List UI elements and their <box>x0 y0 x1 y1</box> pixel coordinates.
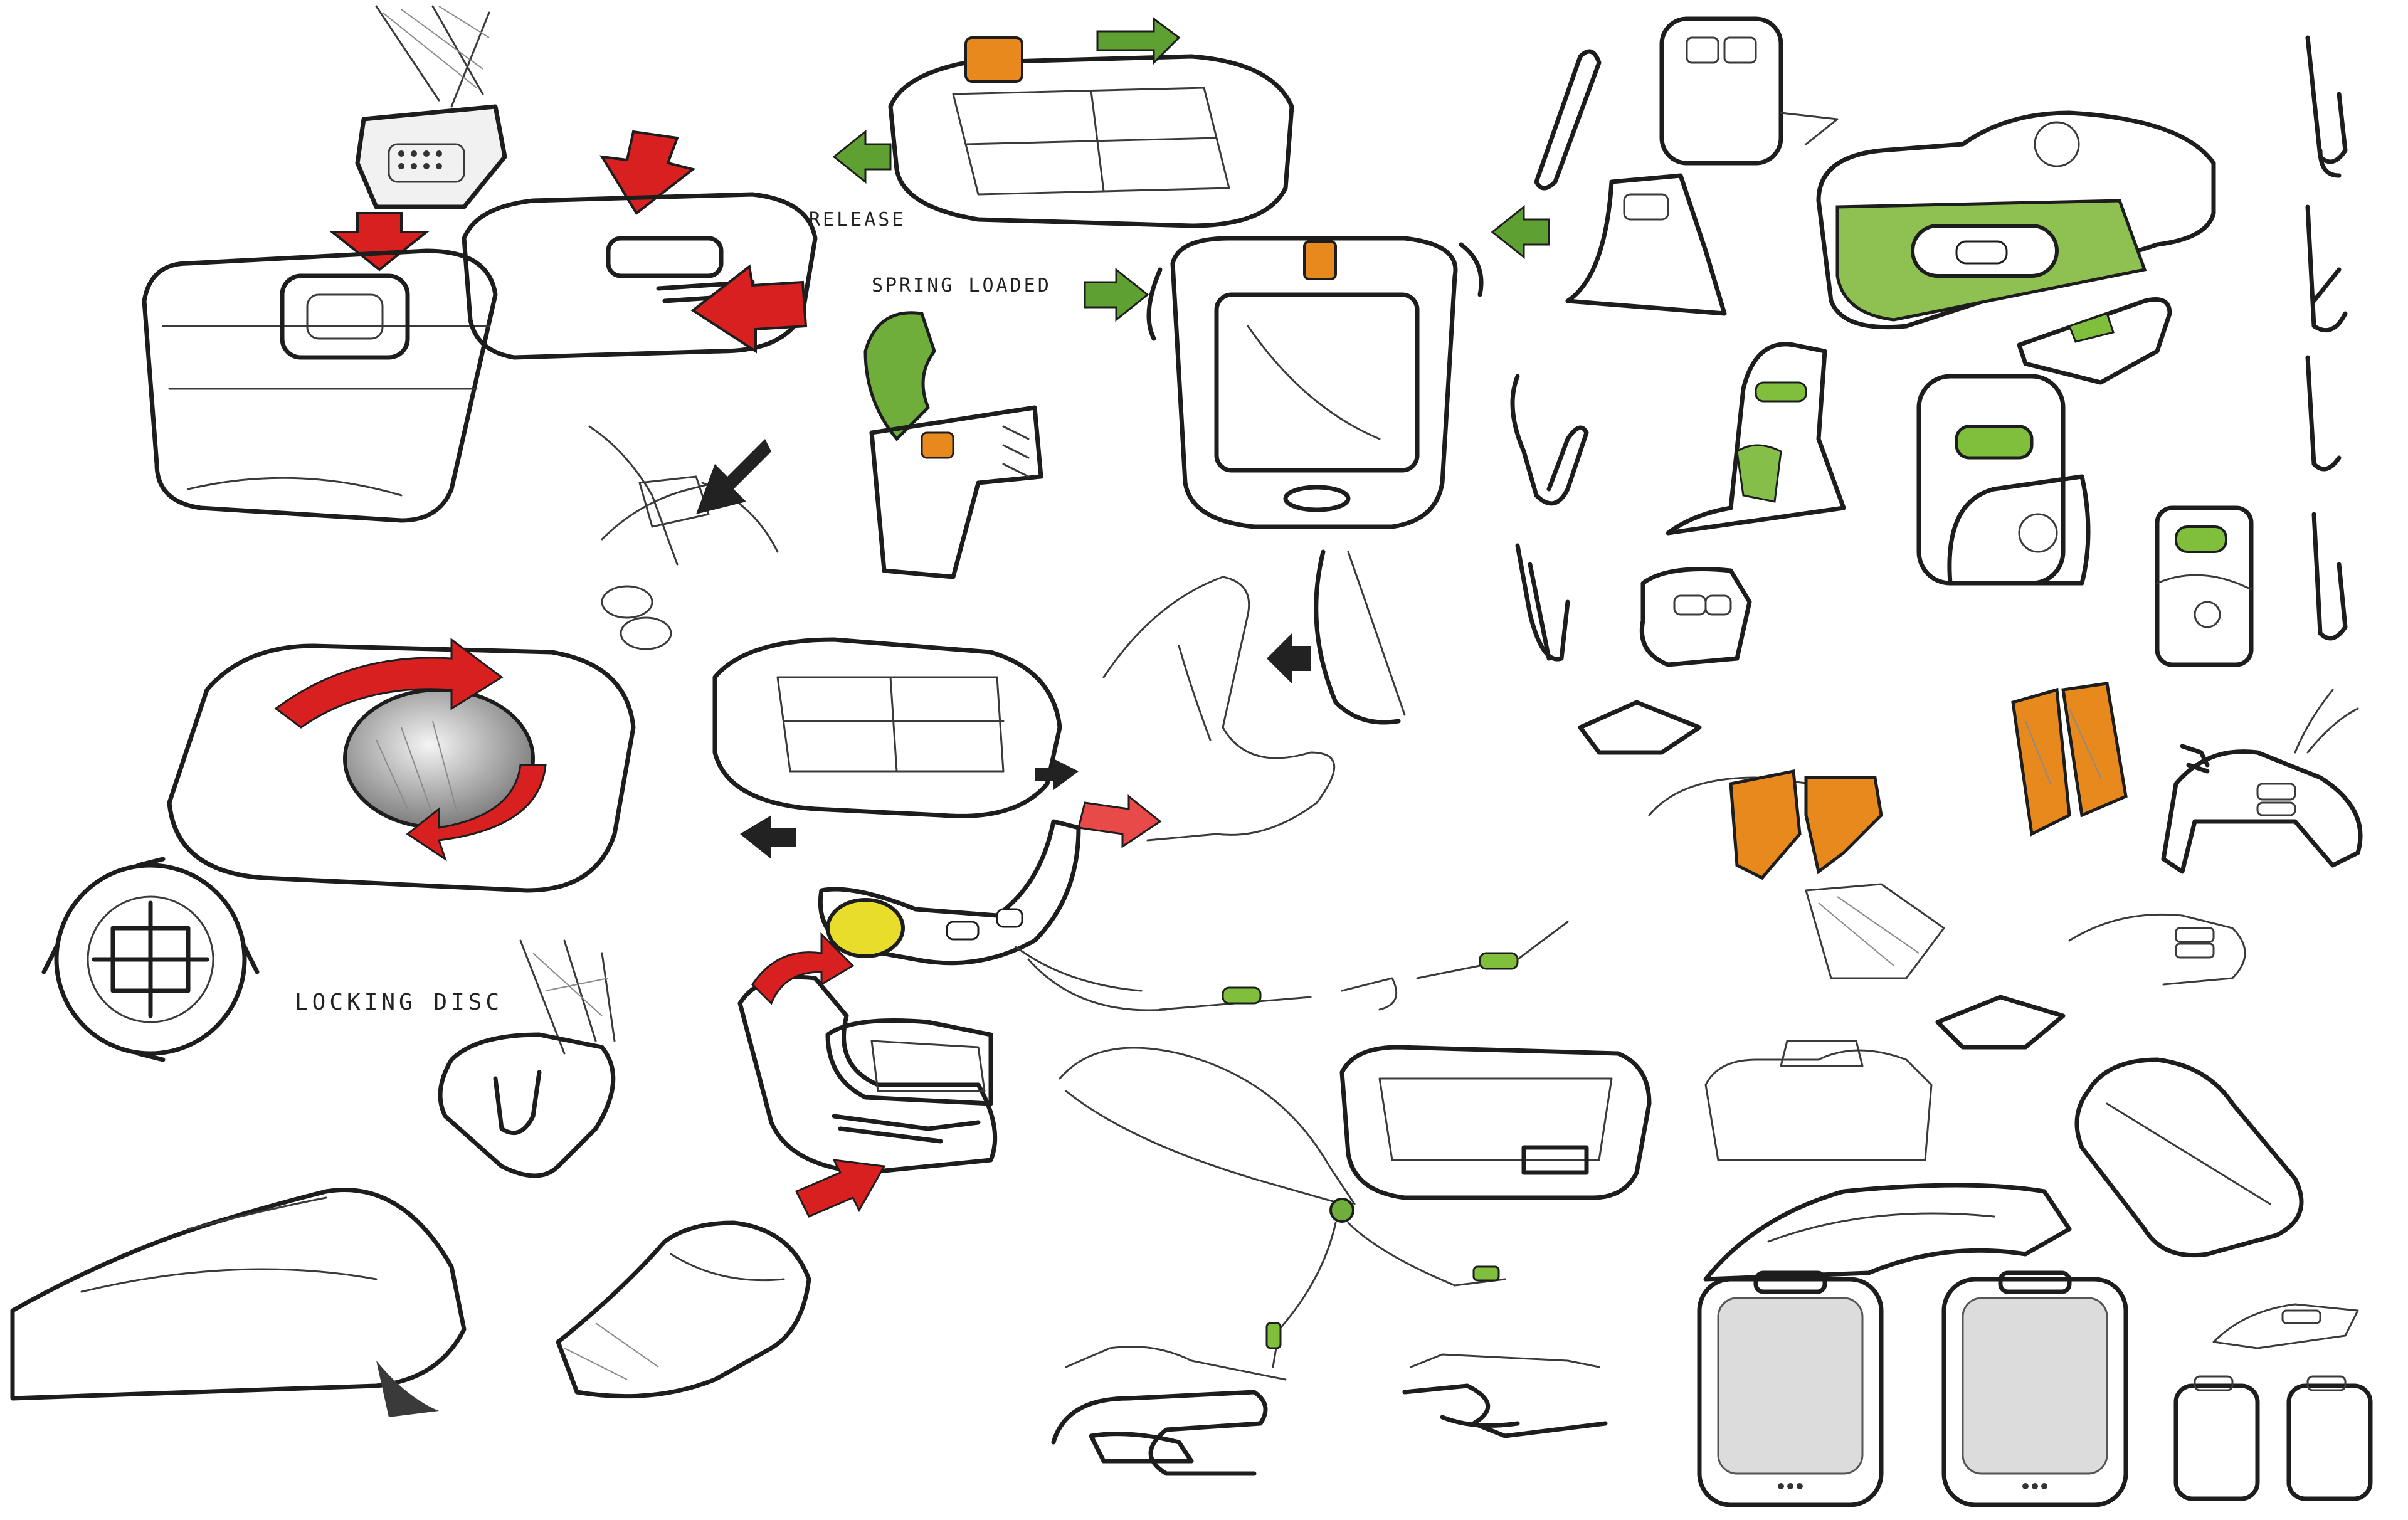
red-push-arrow-1 <box>329 212 430 272</box>
holster-lower-center <box>1051 1346 1287 1476</box>
housing-rendered-small-2 <box>2286 1375 2373 1501</box>
spring-loaded-label: SPRING LOADED <box>872 275 1052 297</box>
wire-clip-6 <box>2305 355 2342 472</box>
red-push-arrow-5 <box>751 932 855 1005</box>
device-side-band <box>737 974 998 1175</box>
headlamp-band <box>818 819 1081 966</box>
belt-strap-top <box>375 5 490 108</box>
green-slot-clip <box>2017 297 2172 385</box>
holster-green-front <box>1666 342 1846 536</box>
orange-clip-large <box>1648 769 1945 979</box>
device-top-perspective <box>888 36 1294 228</box>
housing-rendered-small-1 <box>2173 1375 2260 1501</box>
release-label: RELEASE <box>809 209 906 231</box>
holster-back-1 <box>1659 16 1839 166</box>
red-push-arrow-2 <box>599 130 696 215</box>
small-holster-back <box>2155 505 2254 667</box>
rail-bracket-2 <box>1935 995 2066 1050</box>
rotation-arrow-top <box>274 638 504 729</box>
handlebar-hand-sketch <box>588 425 779 650</box>
device-lower-center <box>1339 1045 1652 1200</box>
red-push-arrow-4 <box>1077 794 1162 848</box>
hand-grip-sketch <box>1102 549 1406 842</box>
mini-holster-side <box>1639 567 1752 667</box>
case-front-view <box>142 248 498 523</box>
clip-buckle <box>355 104 507 209</box>
device-front-screen <box>1146 236 1484 529</box>
housing-angle-outline <box>2074 1057 2304 1258</box>
housing-rendered-1 <box>1697 1270 1884 1507</box>
locking-disc-label: LOCKING DISC <box>295 990 503 1015</box>
black-direction-arrow-3 <box>740 815 796 859</box>
wire-clip-3 <box>1515 543 1570 662</box>
green-base-clip <box>1816 110 2216 330</box>
black-direction-arrow-4 <box>1035 759 1079 790</box>
green-slide-arrow-1 <box>832 129 892 184</box>
cable-with-connectors <box>1015 921 1569 1011</box>
green-slide-arrow-2 <box>1096 17 1181 65</box>
black-direction-arrow-1 <box>696 439 771 514</box>
black-direction-arrow-2 <box>1267 633 1311 683</box>
device-perspective-mid <box>712 637 1062 818</box>
spring-clip-sketch <box>863 311 1043 579</box>
housing-rendered-2 <box>1941 1270 2128 1507</box>
wire-clip-1 <box>1534 49 1602 191</box>
locking-disc-part <box>41 857 260 1062</box>
green-slide-arrow-3 <box>1084 267 1149 322</box>
holster-side-1 <box>1565 173 1727 316</box>
orange-clip-tall <box>2011 682 2128 837</box>
holster-tall-front <box>1916 374 2091 586</box>
rail-lower-center <box>1402 1353 1608 1438</box>
lanyard-cord <box>1059 1047 1506 1368</box>
rotation-arrow-bottom <box>406 764 547 862</box>
wire-clip-7 <box>2311 512 2348 641</box>
bike-mount-shaded <box>10 1188 467 1417</box>
red-push-arrow-3 <box>690 264 808 354</box>
wire-clip-5 <box>2305 204 2348 333</box>
rail-bracket-1 <box>1578 700 1702 755</box>
locking-disc-plate <box>167 643 636 893</box>
bracket-sketch-right <box>2068 913 2246 986</box>
housing-wire-outline <box>1704 1040 1933 1161</box>
red-push-arrow-6 <box>795 1159 886 1218</box>
strap-mount-right <box>2161 689 2363 874</box>
car-mount-outline <box>1703 1183 2072 1282</box>
small-clip-lower-right <box>2212 1303 2359 1349</box>
case-side-view <box>462 192 818 360</box>
green-slide-arrow-4 <box>1491 204 1550 260</box>
handlebar-mount-shaded <box>556 1220 811 1399</box>
strap-buckle-lower <box>438 939 616 1178</box>
wire-clip-2 <box>1510 374 1589 506</box>
wire-clip-4 <box>2305 35 2348 178</box>
